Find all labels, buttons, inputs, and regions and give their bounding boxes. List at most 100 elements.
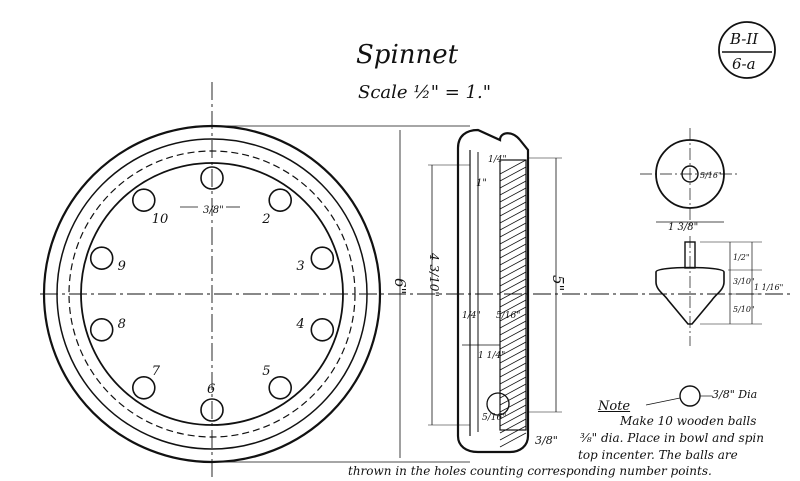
hole-number-label: 2 <box>261 212 270 227</box>
hole-group <box>89 166 335 422</box>
hatch-line <box>499 159 527 175</box>
hatch-line <box>499 187 527 203</box>
hatch-line <box>499 369 527 385</box>
hatch-line <box>499 194 527 210</box>
drawing-title: Spinnet <box>356 40 459 70</box>
top-hole-dimension: 5/16" <box>700 171 722 180</box>
note-block: 3/8" Dia <box>645 385 757 407</box>
section-ball-dimension: 5/16" <box>482 413 506 423</box>
hatch-line <box>499 215 527 231</box>
spinner-side-view: 1/2" 3/10" 1 1/16" 5/10" <box>655 236 783 346</box>
hatch-line <box>499 299 527 315</box>
wall-hatching <box>499 159 527 448</box>
sheet-id-bottom: 6-a <box>732 55 756 73</box>
hatch-line <box>499 250 527 266</box>
hole-number-label: 8 <box>118 317 126 332</box>
hatch-line <box>499 397 527 413</box>
hatch-line <box>499 320 527 336</box>
hole <box>89 317 114 342</box>
hatch-line <box>499 334 527 350</box>
spinner-top-view: 5/16" 1 3/8" <box>640 128 740 233</box>
note-leader <box>645 397 681 406</box>
hole <box>132 188 156 212</box>
hatch-line <box>499 411 527 427</box>
hatch-line <box>499 166 527 182</box>
note-ball-dimension: 3/8" Dia <box>712 388 757 401</box>
bowl-height-dimension: 5" <box>549 275 567 291</box>
hole-number-label: 5 <box>262 364 270 379</box>
inner-height-dimension: 4 3/10" <box>427 252 441 297</box>
hole <box>89 246 114 271</box>
hatch-line <box>499 222 527 238</box>
note-ball <box>679 385 701 407</box>
hatch-line <box>499 376 527 392</box>
sheet-id-circle <box>718 21 776 79</box>
hole-number-label: 3 <box>296 259 304 274</box>
sheet-id-badge <box>718 21 776 79</box>
hatch-line <box>499 313 527 329</box>
hatch-line <box>499 306 527 322</box>
hatch-line <box>499 432 527 448</box>
hatch-line <box>499 348 527 364</box>
hatch-line <box>499 229 527 245</box>
sheet-id-top: B-II <box>730 30 759 48</box>
hatch-line <box>499 383 527 399</box>
floor-thick-dimension: 5/16" <box>496 311 520 321</box>
note-line-2: ⅜" dia. Place in bowl and spin <box>580 431 764 445</box>
hatch-line <box>499 180 527 196</box>
top-dia-dimension: 1 3/8" <box>668 222 698 233</box>
hatch-line <box>499 390 527 406</box>
hatch-line <box>499 278 527 294</box>
spinner-body <box>655 266 725 325</box>
top-h2-dimension: 3/10" <box>733 277 755 286</box>
hole <box>268 188 293 212</box>
section-ball <box>486 392 510 416</box>
note-heading: Note <box>598 399 631 414</box>
hole <box>310 246 335 271</box>
top-h4-dimension: 5/10" <box>733 305 755 314</box>
hatch-line <box>499 271 527 287</box>
hatch-line <box>499 425 527 441</box>
hole <box>310 317 335 342</box>
hatch-line <box>499 327 527 343</box>
hatch-line <box>499 173 527 189</box>
hole-number-label: 6 <box>207 382 215 397</box>
hatch-line <box>499 292 527 308</box>
hole-number-label: 7 <box>152 364 161 379</box>
hole <box>132 375 156 400</box>
hole <box>268 375 293 400</box>
wall-offset-dimension: 1 1/4" <box>478 351 505 361</box>
drawing-scale: Scale ½" = 1." <box>358 82 491 103</box>
hatch-line <box>499 404 527 420</box>
note-line-4: thrown in the holes counting correspondi… <box>348 464 712 478</box>
section-view: 4 3/10" 5" 1" 1/4" 1/4" 5/16" 1 1/4" 5/1… <box>427 128 567 454</box>
hatch-line <box>499 362 527 378</box>
hatch-line <box>499 236 527 252</box>
hatch-line <box>499 285 527 301</box>
hole-dia-dimension: 3/8" <box>203 205 224 216</box>
hole-number-label: 10 <box>152 212 169 227</box>
hatch-line <box>499 418 527 434</box>
overall-dia-dimension: 6" <box>391 278 409 294</box>
top-h1-dimension: 1/2" <box>733 253 750 262</box>
hatch-line <box>499 355 527 371</box>
base-thick-dimension: 3/8" <box>535 434 558 447</box>
hatch-line <box>499 208 527 224</box>
hole <box>200 166 224 190</box>
wall-thickness-dimension: 1/4" <box>462 311 481 321</box>
hatch-line <box>499 341 527 357</box>
bowl-wall-hatched <box>499 159 527 431</box>
bowl-section-outline <box>456 128 530 454</box>
hole <box>200 398 224 422</box>
note-line-3: top incenter. The balls are <box>578 448 738 462</box>
hatch-line <box>499 257 527 273</box>
hatch-line <box>499 264 527 280</box>
hole-number-label: 4 <box>295 317 304 332</box>
note-line-1: Make 10 wooden balls <box>620 414 757 428</box>
hatch-line <box>499 243 527 259</box>
top-h3-dimension: 1 1/16" <box>754 283 783 292</box>
rim-top-dimension: 1" <box>476 178 487 189</box>
